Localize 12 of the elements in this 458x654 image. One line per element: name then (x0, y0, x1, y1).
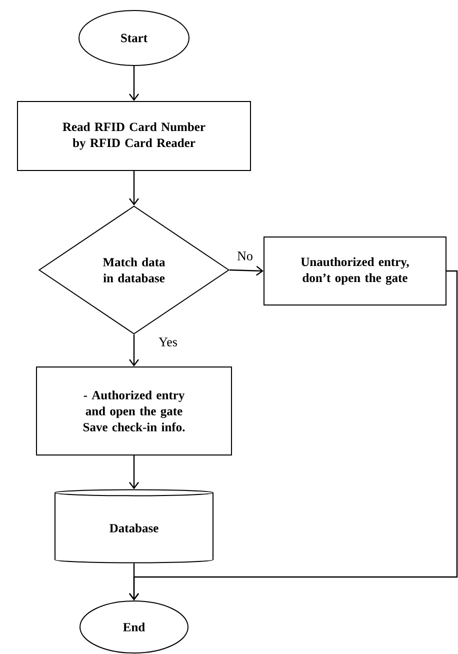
process-box: - Authorized entry and open the gate Save check-in info. (36, 366, 232, 456)
arrow (129, 66, 139, 102)
process-box: Unauthorized entry, don’t open the gate (264, 236, 446, 306)
arrow (129, 270, 458, 600)
arrow (229, 266, 264, 276)
database-cylinder: Database (54, 489, 214, 564)
arrow (129, 334, 139, 366)
edge-label: Yes (158, 336, 178, 348)
arrow (129, 171, 139, 206)
edge-label: No (236, 250, 254, 262)
arrow (129, 456, 139, 490)
process-box: Read RFID Card Number by RFID Card Reader (17, 101, 251, 171)
